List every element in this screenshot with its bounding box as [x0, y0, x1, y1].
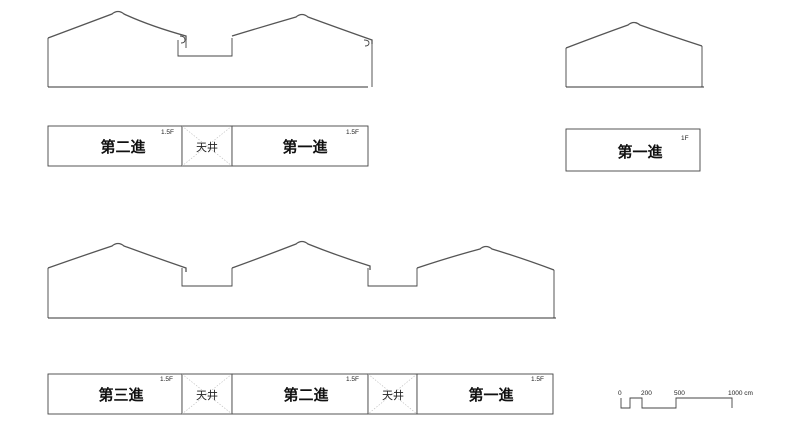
roof-hall-1 — [416, 245, 555, 271]
elevation-two-hall — [47, 10, 373, 88]
scale-tick-0: 0 — [618, 390, 622, 397]
courtyard-b-label: 天井 — [382, 388, 404, 402]
elevation-three-hall — [47, 240, 556, 319]
courtyard-label: 天井 — [196, 140, 218, 154]
plan-three-hall: 第三進 1.5F 天井 第二進 1.5F 天井 第一進 1.5F — [47, 373, 554, 415]
hall-2-floor-label: 1.5F — [161, 129, 174, 136]
plan-courtyard — [181, 125, 233, 167]
hall-1-floor-label: 1.5F — [346, 129, 359, 136]
hall-2-floor-label: 1.5F — [346, 376, 359, 383]
wall-profile — [47, 38, 373, 87]
roof-single-hall — [565, 21, 703, 49]
roof-hall-1 — [231, 13, 373, 44]
hall-1-floor-label: 1.5F — [531, 376, 544, 383]
roof-hall-2 — [231, 240, 371, 270]
elevation-single-hall — [565, 21, 704, 88]
roof-hall-2 — [47, 10, 187, 40]
hall-3-label: 第三進 — [98, 386, 144, 404]
eave-detail-left — [179, 35, 186, 44]
hall-2-label: 第二進 — [283, 386, 329, 404]
hall-1-label: 第一進 — [282, 138, 328, 156]
plan-courtyard-b — [367, 373, 418, 415]
hall-1-label: 第一進 — [468, 386, 514, 404]
roof-hall-3 — [47, 242, 187, 272]
plan-hall-3 — [47, 373, 183, 415]
wall-profile — [47, 268, 555, 318]
hall-3-floor-label: 1.5F — [160, 376, 173, 383]
plan-courtyard-a — [181, 373, 233, 415]
plan-two-hall: 第二進 1.5F 天井 第一進 1.5F — [47, 125, 369, 167]
plan-hall-1 — [231, 125, 369, 167]
plan-single-hall: 第一進 1F — [565, 128, 701, 172]
hall-2-label: 第二進 — [100, 138, 146, 156]
plan-hall-1 — [565, 128, 701, 172]
scale-bar: 0 200 500 1000 cm — [618, 390, 753, 409]
scale-tick-1000: 1000 cm — [728, 390, 753, 397]
scale-tick-200: 200 — [641, 390, 652, 397]
hall-1-label: 第一進 — [617, 143, 663, 161]
courtyard-a-label: 天井 — [196, 388, 218, 402]
plan-hall-1 — [416, 373, 554, 415]
wall-profile — [565, 46, 703, 87]
scale-bar-line — [620, 397, 733, 409]
scale-tick-500: 500 — [674, 390, 685, 397]
hall-1-floor-label: 1F — [681, 135, 689, 142]
eave-detail-right — [363, 39, 370, 47]
plan-hall-2 — [231, 373, 369, 415]
